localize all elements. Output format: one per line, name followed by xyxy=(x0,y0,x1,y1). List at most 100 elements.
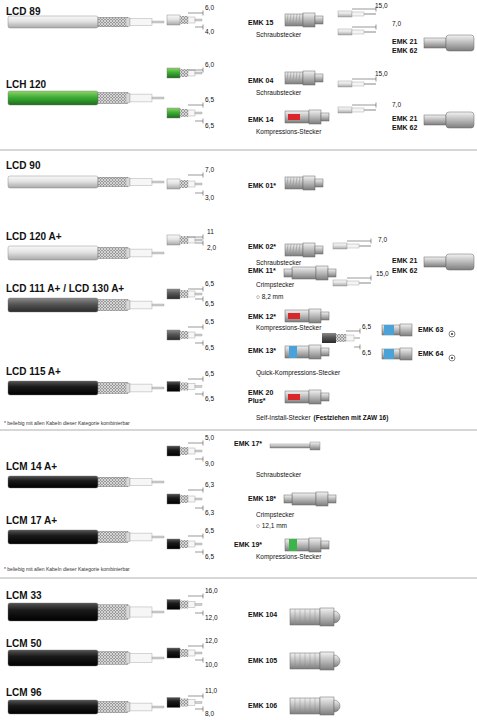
connector-name: EMK 21 xyxy=(392,38,417,46)
dimension: 6,5 xyxy=(362,323,371,330)
dimension-line xyxy=(195,508,203,509)
crimp-sleeve xyxy=(284,495,292,503)
connector-nut xyxy=(309,309,321,323)
strip-jacket xyxy=(167,68,180,78)
connector-body xyxy=(285,72,303,84)
connector-groove xyxy=(295,653,296,669)
cable-foil xyxy=(126,300,130,310)
connector-type: Kompressions-Stecker xyxy=(256,128,321,135)
strip-dielectric xyxy=(188,237,195,243)
prepared-dielectric xyxy=(352,30,364,34)
coax-cable xyxy=(8,246,164,260)
connector-type: Schraubstecker xyxy=(256,471,301,478)
connector xyxy=(270,442,320,450)
connector-type: Kompressions-Stecker xyxy=(256,553,321,560)
cable-name: LCH 120 xyxy=(6,79,46,90)
connector-tip xyxy=(328,269,336,277)
inner-conductor xyxy=(152,252,164,254)
prepared-jacket xyxy=(333,280,347,286)
connector-cap xyxy=(334,655,340,667)
cable-jacket xyxy=(8,298,98,312)
strip-jacket xyxy=(167,494,180,504)
separator xyxy=(0,578,477,579)
strip-braid xyxy=(180,290,188,298)
dimension-tick xyxy=(203,241,204,246)
dimension-line xyxy=(195,613,203,614)
coax-cable xyxy=(8,91,164,105)
cable-jacket xyxy=(8,246,98,260)
connector-nut xyxy=(320,652,334,670)
cable-braid xyxy=(98,92,128,103)
dimension-line xyxy=(188,289,203,290)
coax-cable xyxy=(8,530,164,544)
cable-braid xyxy=(98,382,128,393)
connector-nut xyxy=(309,390,321,404)
dimension: 5,0 xyxy=(205,434,214,441)
inner-conductor xyxy=(152,657,164,659)
strip-pin xyxy=(354,337,360,339)
dimension-line xyxy=(188,175,203,176)
cable-braid xyxy=(98,652,128,665)
dimension-tick xyxy=(203,103,204,108)
dimension: 11 xyxy=(207,228,214,235)
connector-nut xyxy=(303,176,315,190)
connector-nut xyxy=(316,492,328,506)
dimension-tick xyxy=(203,377,204,382)
strip-dielectric xyxy=(188,700,195,706)
cable-jacket xyxy=(8,381,98,395)
dimension: 15,0 xyxy=(375,2,388,9)
dimension: 9,0 xyxy=(205,460,214,467)
connector-nut xyxy=(320,608,334,626)
thread xyxy=(287,244,289,256)
dimension: 6,5 xyxy=(205,370,214,377)
connector-type: ○ 12,1 mm xyxy=(256,522,287,529)
cable-dielectric xyxy=(130,19,152,26)
cable-braid xyxy=(98,531,128,542)
dimension-line xyxy=(195,660,203,661)
dimension-tick xyxy=(203,506,204,511)
cable-dielectric xyxy=(130,249,152,257)
strip-dielectric xyxy=(188,110,195,116)
strip-pin xyxy=(195,293,202,295)
brand-mark xyxy=(288,114,300,120)
strip-jacket xyxy=(167,648,180,658)
dimension-line xyxy=(195,459,203,460)
connector-body xyxy=(285,111,309,123)
connector-name: EMK 19* xyxy=(234,541,262,549)
connector-nut xyxy=(303,13,315,27)
stripped-cable xyxy=(167,698,202,708)
dimension-line xyxy=(195,243,203,244)
dimension: 6,5 xyxy=(205,96,214,103)
connector-groove xyxy=(310,653,311,669)
connector-body xyxy=(285,539,309,551)
thread xyxy=(296,14,298,26)
connector-name: EMK 20 Plus* xyxy=(248,389,278,404)
connector xyxy=(285,345,329,359)
connector-nut xyxy=(316,266,328,280)
connector-tip xyxy=(315,179,323,187)
connector-body xyxy=(285,391,309,403)
strip-pin xyxy=(195,652,202,654)
colour-band xyxy=(384,325,394,335)
cable-jacket xyxy=(8,603,98,621)
dimension-line xyxy=(354,347,360,348)
dimension: 6,5 xyxy=(205,553,214,560)
dimension-tick xyxy=(203,488,204,493)
stripped-cable xyxy=(167,15,202,25)
connector-tip xyxy=(321,348,329,356)
connector-type: Crimpstecker xyxy=(256,281,294,288)
dimension: 6,3 xyxy=(205,481,214,488)
adapter xyxy=(424,254,474,270)
connector-body xyxy=(270,444,310,448)
dimension-line xyxy=(188,70,203,71)
connector xyxy=(285,110,329,124)
prepared-pin xyxy=(364,13,376,14)
connector-type: Crimpstecker xyxy=(256,511,294,518)
strip-jacket xyxy=(167,330,180,340)
dimension-line xyxy=(188,327,203,328)
connector xyxy=(284,492,336,506)
stripped-cable xyxy=(167,494,202,504)
cable-name: LCM 33 xyxy=(6,590,42,601)
inner-conductor xyxy=(152,387,164,389)
dimension: 6,5 xyxy=(205,344,214,351)
